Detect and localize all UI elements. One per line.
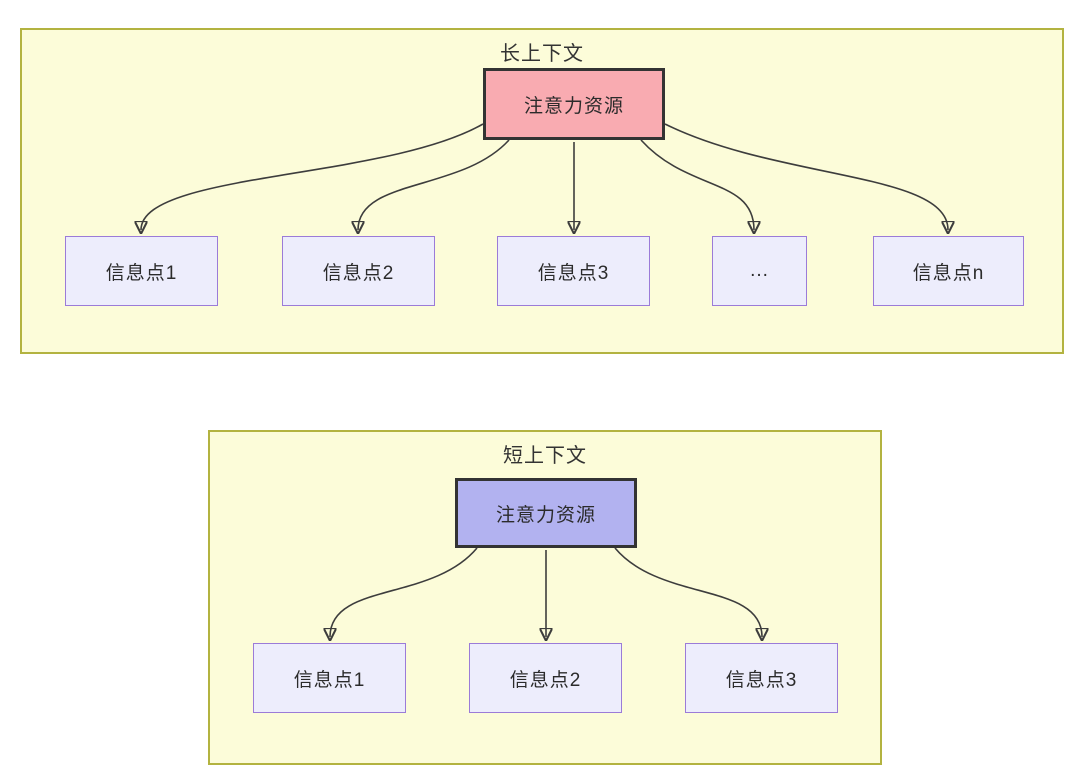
long-info-node-2-label: 信息点2 [322, 262, 395, 284]
panel-long-context-title: 长上下文 [500, 43, 584, 65]
long-info-node-3: 信息点3 [497, 236, 650, 306]
short-info-node-1: 信息点1 [253, 643, 406, 713]
short-info-node-2-label: 信息点2 [509, 669, 582, 691]
short-info-node-3: 信息点3 [685, 643, 838, 713]
short-info-node-2: 信息点2 [469, 643, 622, 713]
long-info-node-n: 信息点n [873, 236, 1024, 306]
long-attention-resource-node: 注意力资源 [483, 68, 665, 140]
short-info-node-3-label: 信息点3 [725, 669, 798, 691]
short-attention-resource-node: 注意力资源 [455, 478, 637, 548]
long-info-node-ellipsis-label: ... [750, 260, 769, 281]
short-attention-resource-label: 注意力资源 [495, 504, 596, 526]
long-info-node-n-label: 信息点n [912, 262, 985, 284]
long-info-node-2: 信息点2 [282, 236, 435, 306]
long-info-node-ellipsis: ... [712, 236, 807, 306]
long-info-node-1-label: 信息点1 [105, 262, 178, 284]
long-info-node-1: 信息点1 [65, 236, 218, 306]
long-attention-resource-label: 注意力资源 [523, 95, 624, 117]
panel-short-context-title: 短上下文 [503, 445, 587, 467]
short-info-node-1-label: 信息点1 [293, 669, 366, 691]
long-info-node-3-label: 信息点3 [537, 262, 610, 284]
